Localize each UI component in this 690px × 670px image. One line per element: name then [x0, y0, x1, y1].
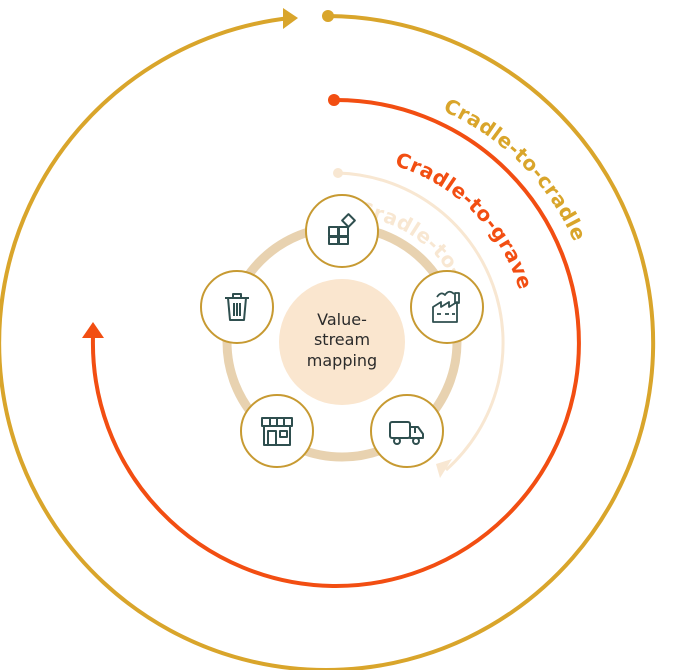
- factory-icon: [432, 290, 460, 323]
- truck-icon: [389, 421, 424, 445]
- cradle-to-gate-arrowhead: [436, 459, 452, 478]
- center-label-line-3: mapping: [307, 351, 377, 370]
- center-circle: [279, 279, 405, 405]
- cradle-to-grave-arrowhead: [82, 322, 104, 338]
- node-truck-circle: [370, 394, 444, 468]
- center-label-line-2: stream: [314, 330, 370, 349]
- center-hub: Value- stream mapping: [279, 279, 405, 405]
- cradle-to-gate-arc: [337, 171, 505, 472]
- store-icon: [261, 417, 293, 446]
- node-truck: [370, 394, 444, 468]
- cradle-to-gate-start-dot: [333, 168, 343, 178]
- node-trash: [200, 270, 274, 344]
- node-materials-circle: [305, 194, 379, 268]
- cradle-to-grave-arc: [90, 97, 581, 588]
- cradle-to-cradle-start-dot: [322, 10, 334, 22]
- cradle-to-cradle-arrowhead: [283, 8, 298, 29]
- node-store: [240, 394, 314, 468]
- center-label-line-1: Value-: [317, 310, 367, 329]
- cradle-to-cradle-label: Cradle-to-cradle: [440, 93, 591, 244]
- cradle-to-grave-start-dot: [328, 94, 340, 106]
- trash-icon: [225, 293, 249, 321]
- node-materials: [305, 194, 379, 268]
- node-factory-circle: [410, 270, 484, 344]
- node-factory: [410, 270, 484, 344]
- cradle-to-grave-loop: [82, 94, 581, 588]
- cradle-to-gate-loop: [333, 168, 505, 478]
- materials-icon: [328, 213, 356, 245]
